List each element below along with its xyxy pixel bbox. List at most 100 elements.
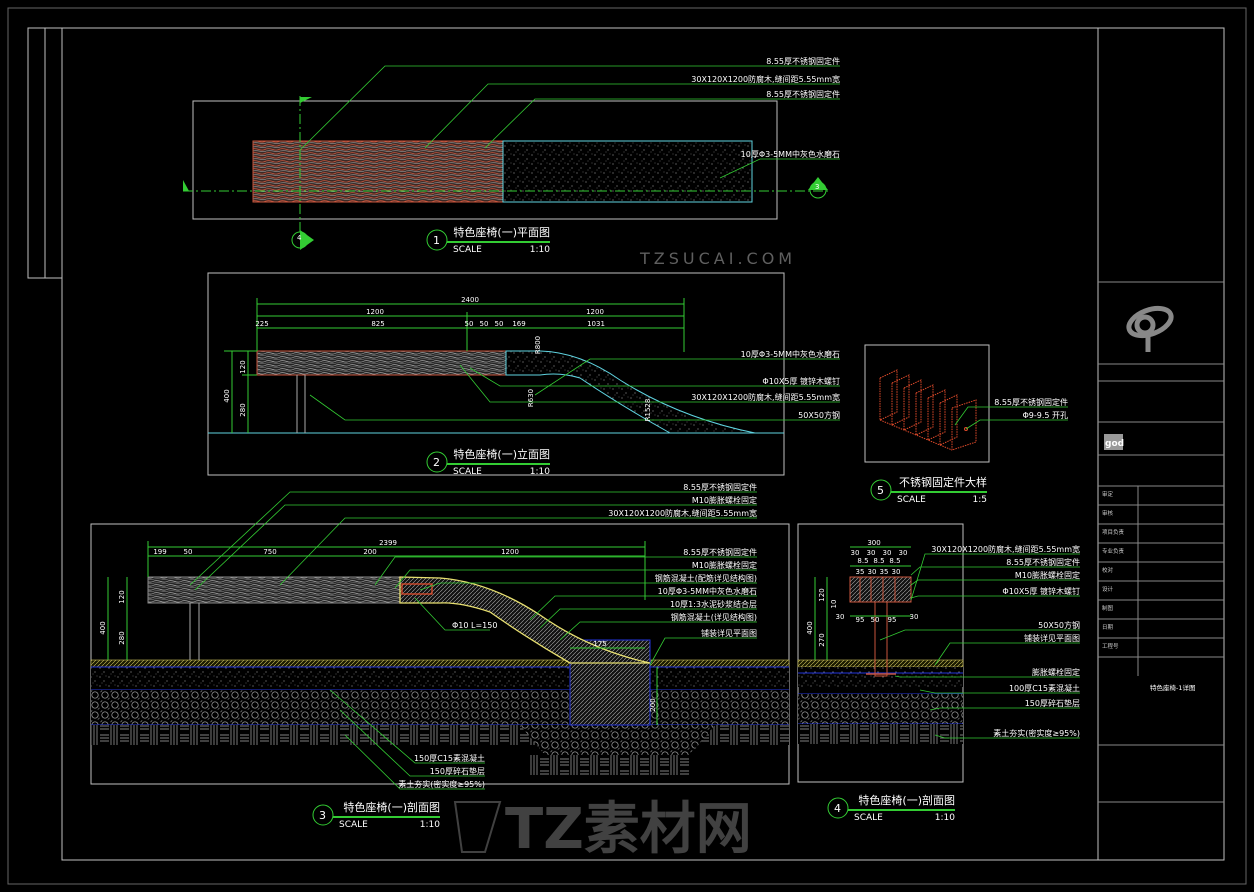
scale-value: 1:10 [530, 245, 550, 255]
title-block-row-label: 项目负责 [1102, 528, 1125, 536]
leader-label: 铺装详见平面图 [649, 628, 757, 666]
leader-line [329, 689, 485, 764]
leader-label: M10膨胀螺栓固定 [394, 560, 757, 589]
drawing-name: 特色座椅-1详图 [1150, 683, 1195, 692]
paving-layer [90, 659, 790, 668]
section-marker-3: 3 [808, 177, 828, 199]
scale-label: SCALE [854, 813, 883, 823]
leader-line [534, 358, 840, 396]
annotation-text: 10厚1:3水泥砂浆结合层 [670, 599, 757, 609]
concrete-layer [91, 667, 789, 690]
dimension-text: 30 [910, 613, 919, 621]
sheet-frame [7, 7, 1247, 885]
title-block-row-label: 日期 [1102, 624, 1114, 631]
title-block-row-label: 审定 [1102, 490, 1114, 498]
annotation-text: Φ9-9.5 开孔 [1022, 411, 1068, 420]
dimension-text: 30 [836, 613, 845, 621]
dimension-text: 400 [223, 389, 231, 402]
leader-line [919, 689, 1080, 694]
dimension-text: 95 [856, 616, 865, 624]
leader-label: Φ9-9.5 开孔 [965, 411, 1068, 430]
drawing-number: 3 [319, 809, 326, 822]
dimension-text: 50 [465, 320, 474, 328]
leader-line [649, 637, 757, 666]
dimension-text: 169 [512, 320, 525, 328]
leader-label: 8.55厚不锈钢固定件 [189, 482, 757, 586]
dimension-text: 30 [868, 568, 877, 576]
title-circle [827, 797, 849, 819]
dimension-text: R630 [527, 389, 535, 407]
leader-label: 30X120X1200防腐木,缝间距5.55mm宽 [910, 544, 1080, 601]
dimension-text: 199 [153, 548, 166, 556]
title-circle [426, 229, 448, 251]
dimension-text: 825 [371, 320, 384, 328]
title-block-row-label: 制图 [1102, 604, 1114, 612]
leader-label: 150厚碎石垫层 [339, 709, 485, 777]
annotation-text: M10膨胀螺栓固定 [692, 495, 757, 505]
annotation-text: 膨胀螺栓固定 [1032, 667, 1080, 677]
leader-line [469, 367, 840, 387]
leader-label: 10厚Φ3-5MM中灰色水磨石 [719, 149, 840, 179]
annotation-text: 30X120X1200防腐木,缝间距5.55mm宽 [691, 392, 840, 402]
annotation-text: 8.55厚不锈钢固定件 [766, 89, 840, 99]
title-block-row-label: 专业负责 [1102, 547, 1125, 555]
leader-label: 10厚Φ3-5MM中灰色水磨石 [534, 349, 840, 396]
dimension-text: 30 [883, 549, 892, 557]
leader-label: 8.55厚不锈钢固定件 [910, 557, 1080, 576]
dimension-text: 1200 [586, 308, 604, 316]
leader-line [934, 642, 1080, 666]
section-marker-4: 4 [291, 230, 314, 250]
company-logo [1126, 305, 1174, 352]
watermark-brand: TZ素材网 [505, 797, 752, 862]
drawing-number: 5 [877, 484, 884, 497]
leader-line [344, 734, 485, 790]
drawing-3-section [90, 523, 790, 785]
dimension-text: 35 [880, 568, 889, 576]
leader-label: 30X120X1200防腐木,缝间距5.55mm宽 [279, 508, 757, 586]
annotation-text: 8.55厚不锈钢固定件 [766, 56, 840, 66]
annotation-text: 150厚碎石垫层 [430, 766, 485, 776]
leader-line [529, 595, 757, 621]
drawing-number: 1 [433, 234, 440, 247]
dimension-text: 270 [818, 633, 826, 646]
leader-line [394, 569, 757, 589]
title-circle [426, 451, 448, 473]
dimension-text: 8.5 [873, 557, 884, 565]
terrazzo-plan [502, 140, 753, 203]
drawing-5-steel-detail [864, 344, 990, 463]
leader-label: 8.55厚不锈钢固定件 [299, 56, 840, 151]
annotation-text: 8.55厚不锈钢固定件 [683, 547, 757, 557]
dimension-text: 280 [118, 631, 126, 644]
annotation-text: 10厚Φ3-5MM中灰色水磨石 [741, 149, 840, 159]
annotation-text: 50X50方钢 [798, 410, 840, 420]
annotation-text: 30X120X1200防腐木,缝间距5.55mm宽 [931, 544, 1080, 554]
dimension-text: 8.5 [857, 557, 868, 565]
leader-line [194, 504, 757, 591]
dimension-text: 35 [856, 568, 865, 576]
curved-slab [399, 576, 651, 664]
scale-value: 1:10 [420, 820, 440, 830]
dimension-text: 1200 [501, 548, 519, 556]
leader-label: 8.55厚不锈钢固定件 [954, 397, 1068, 426]
leader-label: 150厚碎石垫层 [929, 698, 1080, 711]
dimension-text: 120 [818, 588, 826, 601]
dimension-text: 280 [239, 403, 247, 416]
section-marker-number: 4 [297, 234, 302, 242]
annotation-text: 素土夯实(密实度≥95%) [398, 779, 485, 789]
leader-line [339, 709, 485, 777]
leader-label: 50X50方钢 [879, 620, 1080, 641]
scale-label: SCALE [897, 495, 926, 505]
title-block-row-label: 校对 [1102, 566, 1114, 574]
leader-label: M10膨胀螺栓固定 [910, 570, 1080, 586]
dimension-text: 1031 [587, 320, 605, 328]
title-block-row-label: 设计 [1102, 585, 1114, 593]
leader-line [189, 491, 757, 586]
annotation-text: M10膨胀螺栓固定 [1015, 570, 1080, 580]
dimension-text: 300 [867, 539, 880, 547]
